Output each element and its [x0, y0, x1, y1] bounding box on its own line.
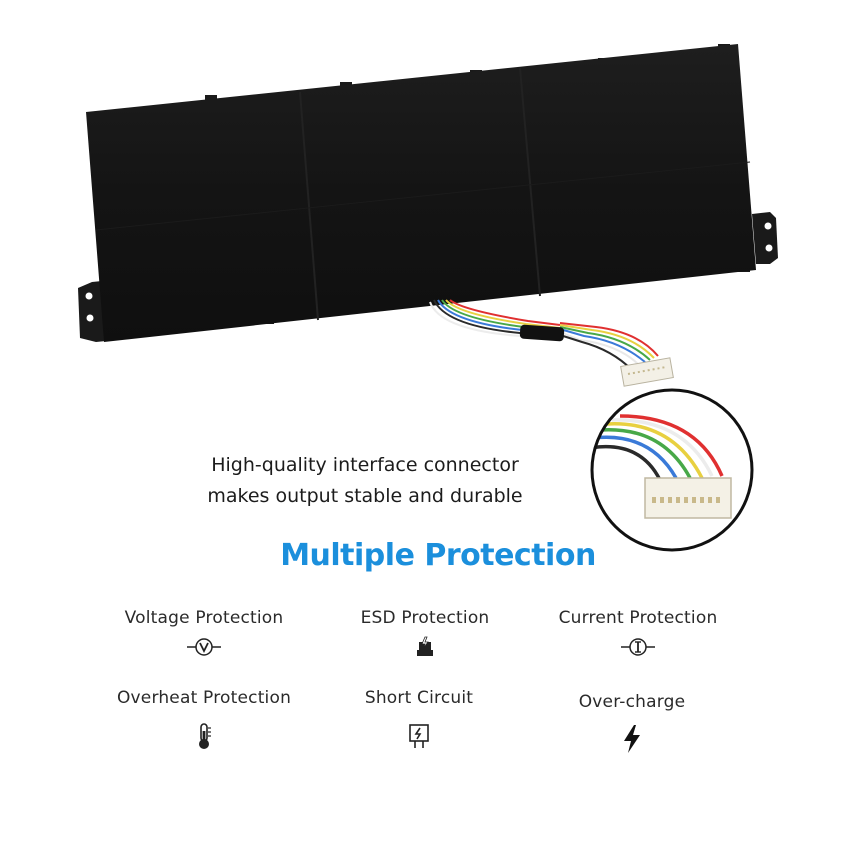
section-heading: Multiple Protection — [280, 538, 596, 573]
connector-caption: High-quality interface connector makes o… — [150, 450, 580, 512]
lightning-icon — [624, 725, 640, 753]
caption-line-2: makes output stable and durable — [207, 485, 523, 507]
current-icon — [621, 638, 655, 656]
esd-icon — [417, 636, 433, 656]
feature-label: Overheat Protection — [116, 688, 292, 708]
short-circuit-icon — [409, 724, 429, 748]
feature-current-protection: Current Protection — [508, 608, 768, 658]
feature-overheat-protection: Overheat Protection — [74, 688, 334, 750]
feature-label: ESD Protection — [360, 608, 490, 628]
battery-body — [78, 44, 778, 342]
voltage-icon — [187, 638, 221, 656]
connector-zoom-circle — [590, 388, 754, 552]
feature-label: Voltage Protection — [124, 608, 284, 628]
cable-connector — [620, 357, 674, 387]
thermometer-icon — [199, 723, 211, 749]
feature-voltage-protection: Voltage Protection — [74, 608, 334, 658]
feature-label: Current Protection — [558, 608, 718, 628]
caption-line-1: High-quality interface connector — [211, 454, 519, 476]
feature-short-circuit: Short Circuit — [289, 688, 549, 750]
feature-label: Short Circuit — [364, 688, 474, 708]
feature-over-charge: Over-charge — [502, 692, 762, 754]
feature-esd-protection: ESD Protection — [295, 608, 555, 658]
feature-label: Over-charge — [578, 692, 686, 712]
cable-wires — [429, 299, 659, 371]
